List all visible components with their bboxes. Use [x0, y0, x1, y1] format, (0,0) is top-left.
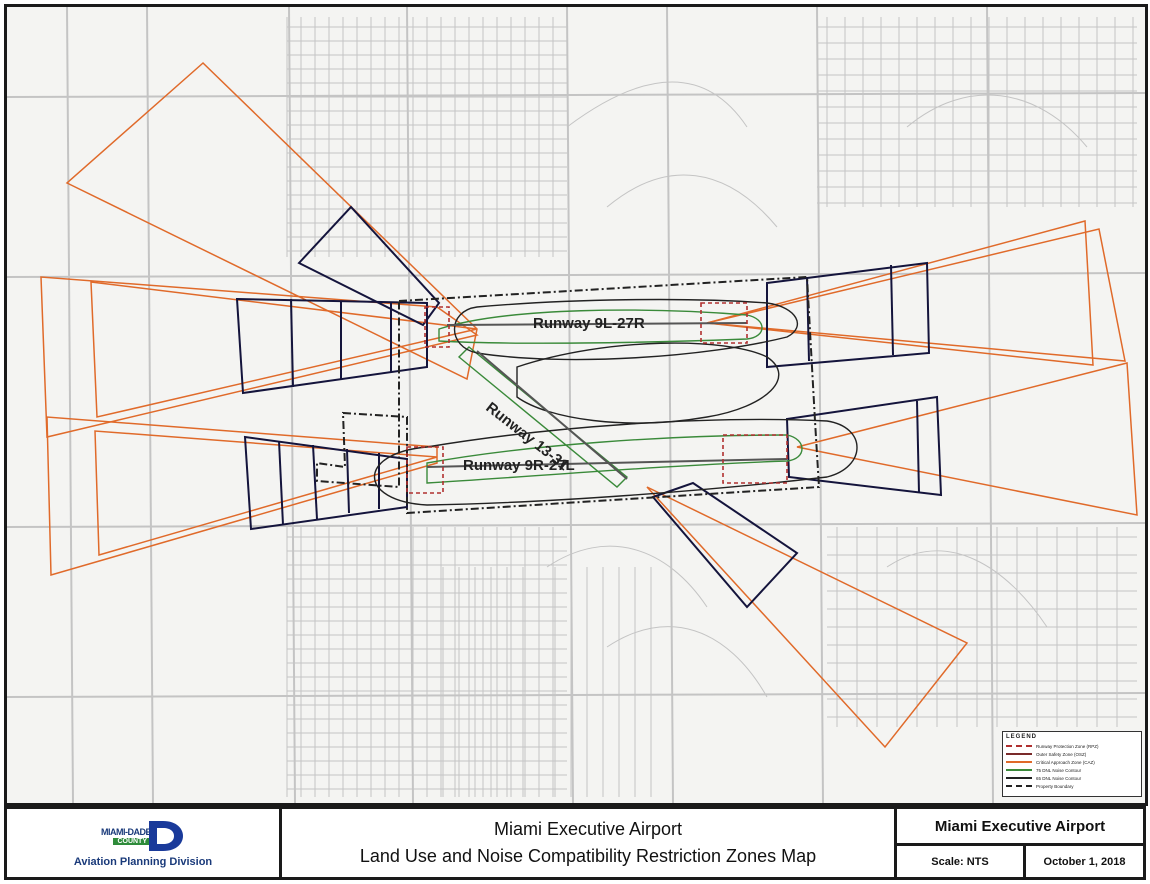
inner-zone-divider — [278, 440, 284, 526]
legend-item: Property Boundary — [1006, 782, 1138, 790]
legend-label: Runway Protection Zone (RPZ) — [1036, 743, 1099, 749]
county-logo: MIAMI-DADE COUNTY — [101, 819, 185, 853]
airport-name: Miami Executive Airport — [897, 809, 1143, 846]
runway-13-31 — [476, 350, 628, 480]
inner-zone-divider — [290, 298, 294, 388]
legend-title: LEGEND — [1006, 734, 1038, 740]
approach-zone-se — [646, 486, 969, 749]
inner-zone-divider — [890, 264, 894, 356]
map-title-line2: Land Use and Noise Compatibility Restric… — [359, 846, 817, 866]
division-name: Aviation Planning Division — [73, 855, 213, 868]
legend-label: Outer Safety Zone (OSZ) — [1036, 751, 1087, 757]
dnl-contour-north — [453, 298, 799, 361]
inner-zone-divider — [312, 444, 318, 520]
inner-zone-divider — [916, 400, 920, 494]
legend-item: 65 DNL Noise Contour — [1006, 774, 1138, 782]
map-scale: Scale: NTS — [897, 846, 1026, 877]
map-date: October 1, 2018 — [1043, 855, 1126, 868]
legend-swatch — [1006, 745, 1032, 747]
legend-swatch — [1006, 761, 1032, 763]
rpz-sw — [406, 446, 444, 494]
dnl-contours — [373, 298, 858, 506]
rpz-se — [722, 434, 788, 484]
approach-zone-west-lower — [46, 416, 438, 576]
legend-label: 75 DNL Noise Contour — [1036, 767, 1082, 773]
inner-zone-se — [651, 481, 799, 609]
legend-item: Runway Protection Zone (RPZ) — [1006, 742, 1138, 750]
legend-label: Critical Approach Zone (CAZ) — [1036, 759, 1095, 765]
inner-zone-nw — [297, 205, 441, 327]
logo-county-text: COUNTY — [113, 837, 151, 845]
approach-zone-west-lower-2 — [94, 430, 438, 556]
legend-swatch — [1006, 785, 1032, 787]
legend-label: Property Boundary — [1036, 783, 1074, 789]
logo-text: MIAMI-DADE — [101, 826, 152, 837]
runway-9l-27r — [446, 322, 748, 326]
map-title-cell: Miami Executive Airport Land Use and Noi… — [282, 809, 897, 877]
map-legend: LEGEND Runway Protection Zone (RPZ) Outer… — [1002, 731, 1142, 797]
runways — [426, 322, 788, 480]
inner-zone-divider — [346, 448, 350, 514]
map-frame: Runway 9L-27R Runway 9R-27L Runway 13-31… — [4, 4, 1148, 806]
zones-map — [7, 7, 1145, 803]
legend-item: Outer Safety Zone (OSZ) — [1006, 750, 1138, 758]
approach-zones — [40, 61, 1138, 749]
rpz-ne — [700, 302, 748, 344]
street-grid — [7, 7, 1145, 803]
logo-d-icon — [149, 820, 183, 851]
approach-zone-east-lower — [796, 362, 1138, 516]
legend-swatch — [1006, 777, 1032, 779]
runway-label-north: Runway 9L-27R — [533, 315, 645, 332]
noise-contour-north — [438, 309, 763, 344]
title-block: MIAMI-DADE COUNTY Aviation Planning Divi… — [4, 806, 1146, 880]
legend-swatch — [1006, 753, 1032, 755]
property-boundary — [316, 275, 821, 515]
map-info-cell: Miami Executive Airport Scale: NTS Octob… — [897, 809, 1143, 877]
noise-contour-south — [426, 434, 803, 484]
inner-zones — [235, 205, 943, 609]
inner-zone-west-upper — [235, 297, 428, 395]
approach-zone-west-upper-2 — [90, 281, 478, 418]
legend-swatch — [1006, 769, 1032, 771]
legend-item: Critical Approach Zone (CAZ) — [1006, 758, 1138, 766]
agency-logo-cell: MIAMI-DADE COUNTY Aviation Planning Divi… — [7, 809, 282, 877]
runway-label-south: Runway 9R-27L — [463, 457, 575, 474]
legend-label: 65 DNL Noise Contour — [1036, 775, 1082, 781]
approach-zone-east-upper-2 — [706, 228, 1126, 362]
dnl-contour-center — [516, 342, 780, 424]
approach-zone-west-upper — [40, 276, 479, 438]
legend-item: 75 DNL Noise Contour — [1006, 766, 1138, 774]
inner-zone-west-lower — [243, 435, 408, 531]
approach-zone-nw — [65, 61, 478, 381]
inner-zone-east-lower — [785, 395, 943, 497]
rpz-markers — [406, 302, 788, 494]
inner-zone-east-upper — [766, 261, 931, 369]
approach-zone-east-upper — [706, 220, 1094, 366]
map-title-line1: Miami Executive Airport — [493, 819, 683, 839]
rpz-nw — [424, 306, 450, 348]
